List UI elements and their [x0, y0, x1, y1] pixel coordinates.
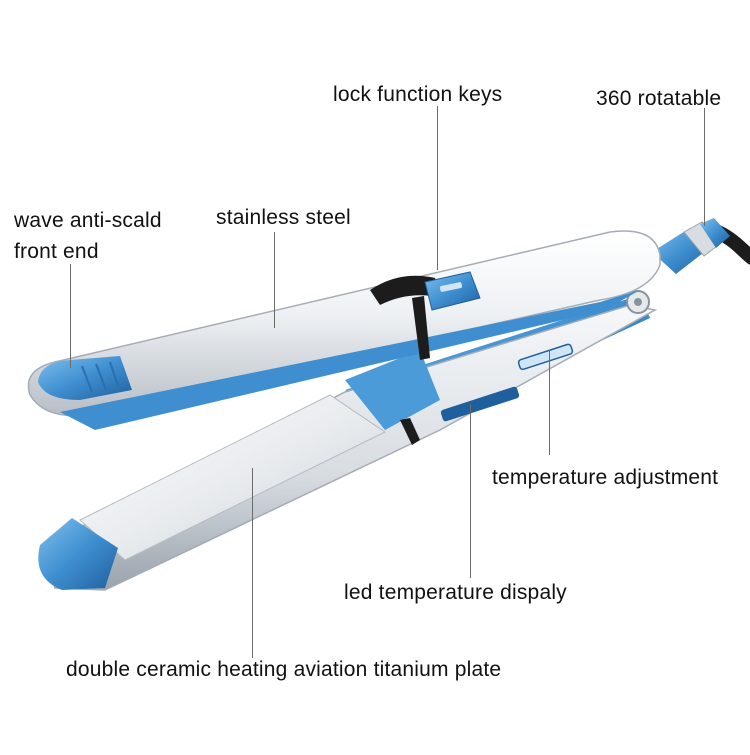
wave-anti-scald-tip — [38, 356, 132, 400]
wave-ridges — [81, 361, 119, 393]
label-stainless-steel: stainless steel — [216, 206, 351, 229]
upper-arm-blue-edge — [60, 290, 640, 430]
leader-led-display — [470, 404, 471, 578]
label-wave-front-line1: wave anti-scald — [14, 209, 162, 232]
lock-function-key — [424, 271, 481, 311]
label-titanium-plate: double ceramic heating aviation titanium… — [66, 658, 502, 681]
label-lock-function-keys: lock function keys — [333, 83, 503, 106]
label-wave-front-line2: front end — [14, 240, 99, 263]
leader-rotatable — [704, 108, 705, 226]
label-led-temperature-display: led temperature dispaly — [344, 581, 567, 604]
swivel-connector — [652, 218, 730, 274]
leader-temp-adjust — [549, 350, 550, 455]
leader-lock-keys — [437, 106, 438, 270]
leader-wave-front — [70, 264, 71, 368]
label-360-rotatable: 360 rotatable — [596, 87, 722, 110]
lower-front-tip — [38, 518, 118, 590]
hinge-area — [345, 350, 440, 430]
led-display-panel — [440, 343, 574, 422]
leader-titanium-plate — [252, 468, 253, 658]
lock-clip — [370, 275, 442, 445]
leader-stainless-steel — [274, 232, 275, 328]
label-temperature-adjustment: temperature adjustment — [492, 466, 719, 489]
